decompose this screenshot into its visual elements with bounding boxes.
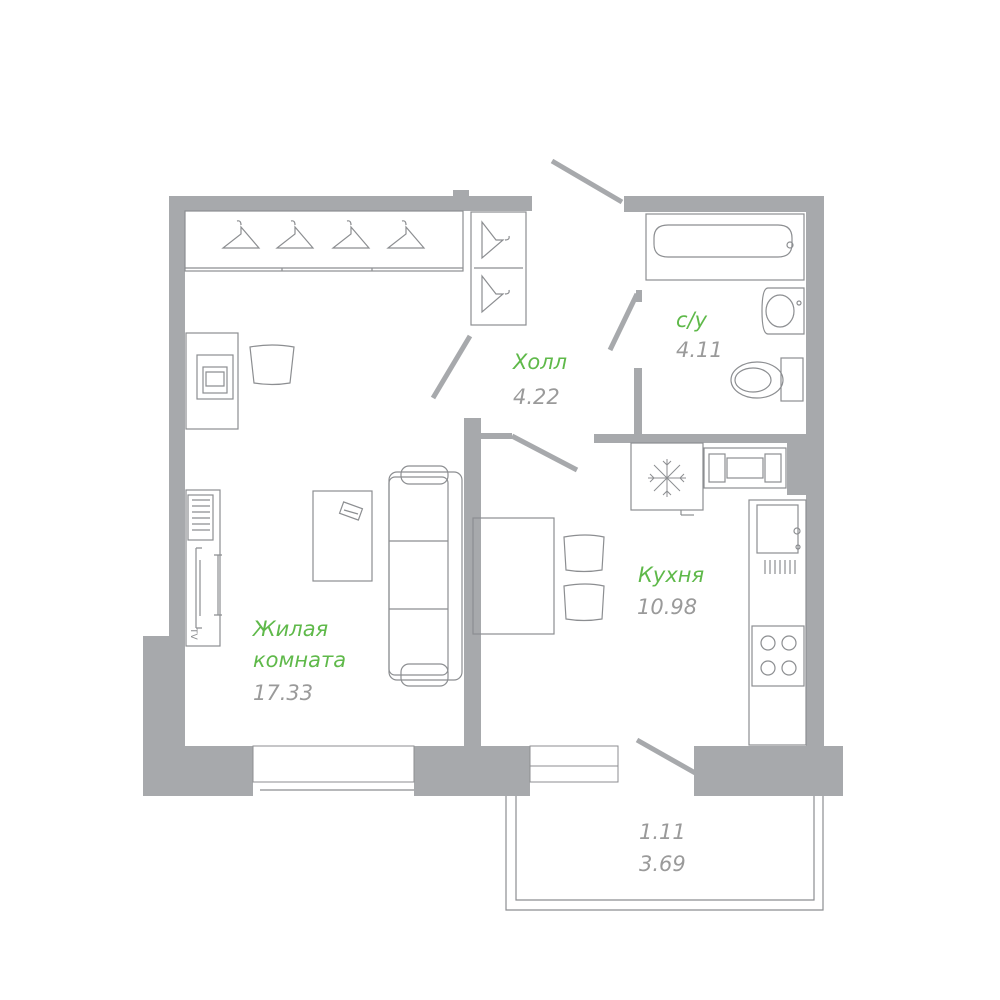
window-living-room bbox=[252, 745, 415, 783]
hanger-icon bbox=[275, 220, 315, 249]
kitchen-area: 10.98 bbox=[637, 595, 698, 619]
bathtub-icon bbox=[645, 213, 805, 281]
kitchen-door bbox=[510, 433, 579, 473]
hanger-icon bbox=[386, 220, 426, 249]
bathroom-fixtures bbox=[645, 213, 805, 402]
toilet-icon bbox=[730, 357, 804, 402]
living-room-name-line2: комната bbox=[253, 648, 347, 672]
bathroom-name: с/у bbox=[676, 308, 708, 332]
dining-table bbox=[472, 517, 555, 635]
living-room-furniture bbox=[184, 210, 527, 687]
window-kitchen bbox=[529, 745, 619, 783]
tv-stand bbox=[185, 489, 221, 647]
bathroom-door bbox=[607, 292, 640, 352]
phone-icon bbox=[338, 501, 364, 521]
windows bbox=[252, 745, 619, 783]
chair bbox=[563, 583, 605, 622]
fridge bbox=[630, 442, 704, 511]
entrance-door bbox=[550, 158, 624, 205]
kitchen-name: Кухня bbox=[638, 563, 705, 587]
tv bbox=[195, 547, 222, 629]
balcony-door bbox=[635, 737, 699, 777]
snowflake-icon bbox=[648, 459, 686, 497]
laptop bbox=[196, 354, 234, 400]
hall-name: Холл bbox=[513, 350, 568, 374]
living-room-door bbox=[430, 334, 473, 400]
sink-icon bbox=[761, 287, 805, 335]
chair bbox=[563, 534, 605, 573]
stove-icon bbox=[751, 625, 805, 687]
hanger-icon bbox=[481, 274, 510, 314]
hanger-icon bbox=[481, 220, 510, 260]
hall-area: 4.22 bbox=[513, 385, 560, 409]
living-room-name-line1: Жилая bbox=[253, 617, 329, 641]
balcony-area-full: 3.69 bbox=[639, 852, 686, 876]
doors bbox=[430, 158, 699, 777]
chair bbox=[249, 344, 295, 386]
kitchen-counter bbox=[748, 499, 807, 746]
sofa-icon bbox=[388, 465, 463, 687]
tv-label: TV bbox=[188, 628, 198, 640]
hall-wardrobe bbox=[470, 211, 527, 326]
hanger-icon bbox=[221, 220, 261, 249]
desk bbox=[185, 332, 239, 430]
balcony-area-reduced: 1.11 bbox=[639, 820, 686, 844]
wardrobe bbox=[184, 210, 464, 272]
coffee-table bbox=[312, 490, 373, 582]
bathroom-area: 4.11 bbox=[676, 338, 723, 362]
appliance bbox=[703, 447, 787, 489]
sink-icon bbox=[756, 504, 801, 574]
kitchen-furniture bbox=[472, 442, 807, 746]
walls bbox=[143, 190, 843, 796]
living-room-area: 17.33 bbox=[253, 681, 314, 705]
balcony bbox=[260, 789, 824, 911]
hanger-icon bbox=[331, 220, 371, 249]
